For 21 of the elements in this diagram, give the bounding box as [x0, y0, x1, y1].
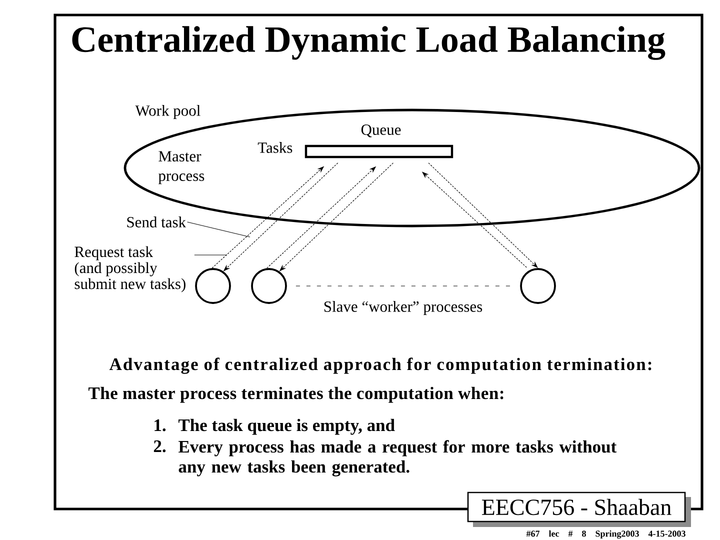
- callout-text: Send task: [127, 216, 186, 228]
- circle: [520, 268, 556, 304]
- footer-box: EECC756 - Shaaban: [467, 492, 691, 527]
- leader-line: [186, 222, 250, 238]
- list-item: The task queue is empty, and: [178, 418, 395, 435]
- subheading: Advantage of centralized approach for computation termination:: [109, 358, 652, 374]
- slide-title: Centralized Dynamic Load Balancing: [72, 26, 666, 60]
- side-label: Tasks: [258, 142, 292, 153]
- paragraph: The master process terminates the computation when:: [88, 386, 504, 403]
- circle: [251, 268, 287, 304]
- list-item: Every process has made a request for more tasks without any new tasks been generated.: [178, 440, 617, 476]
- circle: [195, 268, 231, 304]
- node-label: Work pool: [135, 104, 200, 120]
- callout-text: Request task (and possibly submit new tasks): [74, 246, 186, 292]
- list-number: 2.: [154, 440, 166, 452]
- node-label: Master process: [158, 151, 204, 184]
- list-number: 1.: [154, 419, 166, 432]
- footer-text: #67 lec # 8 Spring2003 4-15-2003: [526, 530, 686, 539]
- caption-text: Slave “worker” processes: [324, 300, 482, 316]
- leader-line: [194, 254, 228, 256]
- node-label: Queue: [361, 124, 401, 138]
